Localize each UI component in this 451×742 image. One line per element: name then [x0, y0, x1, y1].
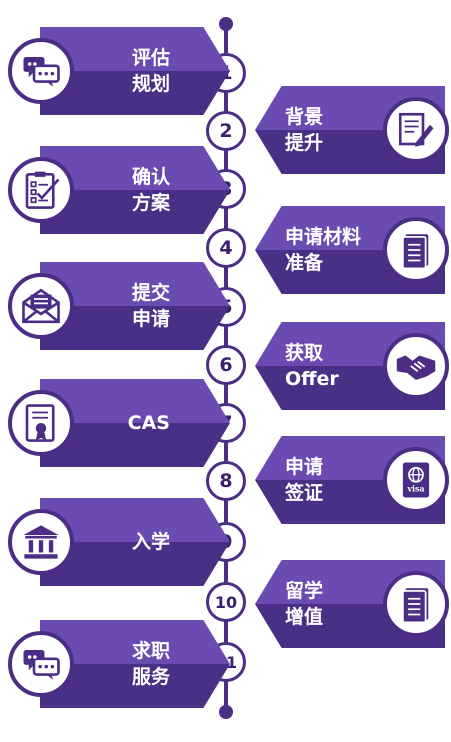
step-label-line: CAS [127, 412, 170, 434]
step-label-line: 背景 [285, 106, 324, 128]
timeline-start-dot [219, 17, 233, 31]
svg-text:visa: visa [406, 484, 424, 493]
visa-passport-icon: visa [383, 447, 449, 513]
step-label-line: Offer [285, 368, 339, 390]
step-label-line: 服务 [131, 666, 170, 688]
step-label-line: 申请材料 [285, 226, 362, 248]
step-label: 提交申请 [132, 280, 170, 332]
chat-bubbles-icon [8, 631, 74, 697]
step-card-7: CAS [8, 379, 230, 467]
step-label-line: 评估 [131, 47, 170, 69]
step-label-line: 留学 [285, 580, 324, 602]
step-card-11: 求职服务 [8, 620, 230, 708]
step-number-10: 10 [206, 582, 246, 622]
step-label-line: 准备 [285, 252, 324, 274]
document-pen-icon [383, 97, 449, 163]
step-label: 获取 Offer [285, 340, 339, 392]
step-label-line: 确认 [131, 166, 170, 188]
step-label-line: 求职 [131, 640, 170, 662]
step-number-8: 8 [206, 461, 246, 501]
step-label: 入学 [132, 529, 170, 555]
notebook-icon [383, 571, 449, 637]
step-card-6: 获取 Offer [255, 322, 449, 410]
step-card-8: 申请签证 visa [255, 436, 449, 524]
step-label-line: 获取 [285, 342, 324, 364]
step-card-9: 入学 [8, 498, 230, 586]
handshake-icon [383, 333, 449, 399]
notebook-icon [383, 217, 449, 283]
university-building-icon [8, 509, 74, 575]
step-label: 留学增值 [285, 578, 323, 630]
step-label-line: 申请 [131, 308, 170, 330]
timeline-end-dot [219, 705, 233, 719]
step-card-1: 评估规划 [8, 27, 230, 115]
step-number-6: 6 [206, 345, 246, 385]
chat-bubbles-icon [8, 38, 74, 104]
step-label-line: 规划 [131, 73, 170, 95]
step-card-10: 留学增值 [255, 560, 449, 648]
step-label: 评估规划 [132, 45, 170, 97]
step-number-2: 2 [206, 111, 246, 151]
step-label-line: 签证 [285, 482, 324, 504]
step-card-4: 申请材料准备 [255, 206, 449, 294]
envelope-icon [8, 273, 74, 339]
step-card-3: 确认方案 [8, 146, 230, 234]
step-label: 求职服务 [132, 638, 170, 690]
step-label: 背景提升 [285, 104, 323, 156]
step-number-4: 4 [206, 228, 246, 268]
step-label: 确认方案 [132, 164, 170, 216]
step-label-line: 提交 [131, 282, 170, 304]
step-label-line: 入学 [131, 531, 170, 553]
step-label-line: 申请 [285, 456, 324, 478]
step-label: CAS [128, 410, 170, 436]
checklist-icon [8, 157, 74, 223]
step-label: 申请材料准备 [285, 224, 361, 276]
step-label-line: 增值 [285, 606, 324, 628]
step-card-2: 背景提升 [255, 86, 449, 174]
step-label-line: 方案 [131, 192, 170, 214]
step-label-line: 提升 [285, 132, 324, 154]
step-card-5: 提交申请 [8, 262, 230, 350]
step-label: 申请签证 [285, 454, 323, 506]
certificate-icon [8, 390, 74, 456]
